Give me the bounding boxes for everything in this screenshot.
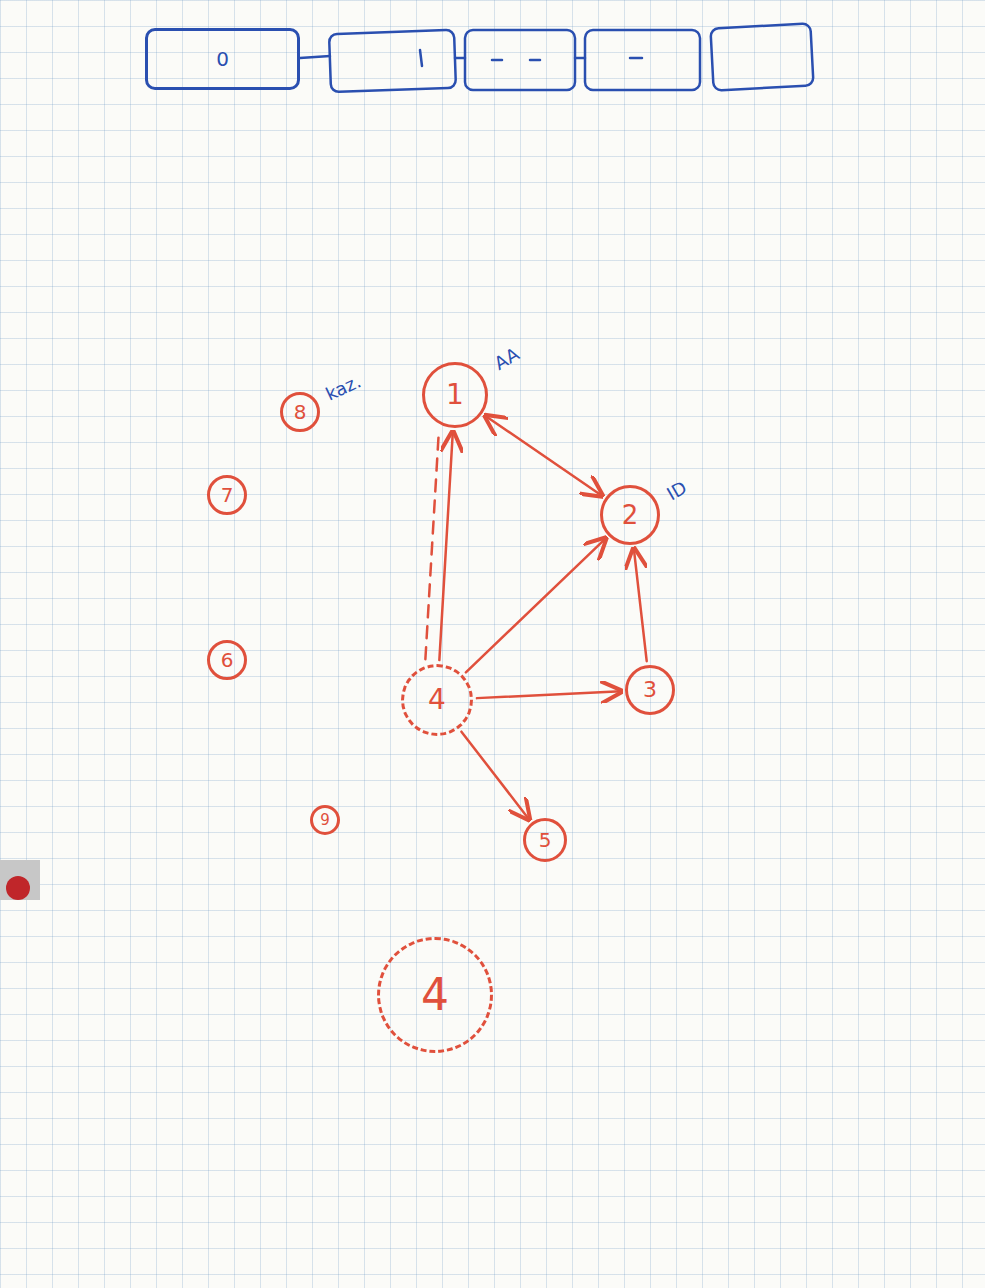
- side-circle: 6: [207, 640, 247, 680]
- big-circle: 4: [377, 937, 493, 1053]
- box-link: [420, 50, 422, 66]
- magnet: [6, 876, 30, 900]
- node-number: 7: [221, 485, 234, 505]
- side-circle: 8kaz.: [280, 392, 320, 432]
- paper-edge: [0, 860, 40, 900]
- circle-node: 1AA: [422, 362, 488, 428]
- side-circle: 9: [310, 805, 340, 835]
- circle-node: 3: [625, 665, 675, 715]
- arrow-connector: [461, 732, 529, 820]
- box-link: [300, 56, 330, 58]
- circle-node: 2ID: [600, 485, 660, 545]
- sketch-box: [329, 30, 456, 92]
- arrow-connector: [425, 431, 438, 659]
- node-tag: ID: [663, 477, 690, 505]
- node-number: 3: [643, 679, 657, 701]
- node-number: 9: [320, 813, 330, 828]
- arrow-connector: [466, 539, 606, 673]
- circle-node: 4: [401, 664, 473, 736]
- node-number: 1: [446, 381, 464, 409]
- node-tag: kaz.: [322, 370, 364, 404]
- node-number: 8: [294, 402, 307, 422]
- arrow-connector: [634, 549, 647, 661]
- node-number: 4: [428, 686, 446, 714]
- node-number: 5: [539, 830, 552, 850]
- sketch-box: [465, 30, 575, 90]
- box-link: [575, 57, 585, 60]
- arrow-connector: [439, 432, 452, 660]
- node-number: 6: [221, 650, 234, 670]
- circle-node: 5: [523, 818, 567, 862]
- node-number: 2: [622, 502, 639, 528]
- node-number: 0: [216, 49, 229, 69]
- box-link: [455, 57, 465, 60]
- arrow-connector: [477, 691, 621, 698]
- dash-mark: [630, 57, 642, 60]
- node-tag: AA: [490, 343, 522, 374]
- dash-mark: [492, 59, 540, 62]
- side-circle: 7: [207, 475, 247, 515]
- arrow-connector: [486, 416, 602, 496]
- sketch-box: [710, 23, 813, 90]
- sketch-box: [585, 30, 700, 90]
- sketch-box: 0: [145, 28, 300, 90]
- node-number: 4: [421, 973, 449, 1017]
